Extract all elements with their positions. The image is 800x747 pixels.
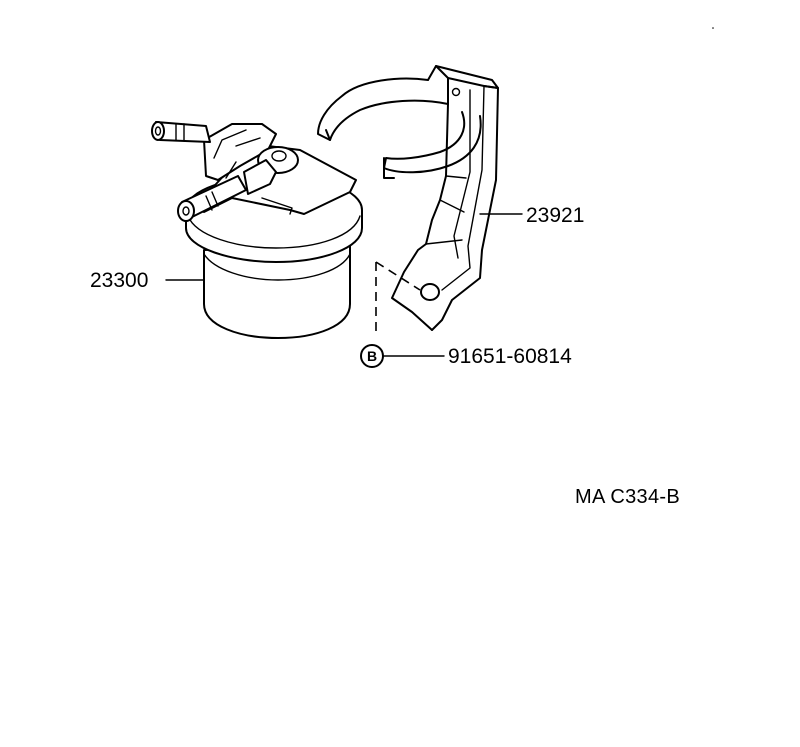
diagram-reference: MA C334-B [575,486,680,508]
outlet-pipe-bore [182,206,190,216]
bracket-top-flange [427,65,499,89]
bolt-letter: B [367,348,377,364]
inlet-pipe-bore [154,126,162,136]
label-filter-part: 23300 [90,269,148,292]
banjo-neck [243,159,277,195]
clamp-lower-arm [383,111,482,174]
bolt-dashed-path [375,261,421,336]
fuel-filter-23300 [151,121,363,339]
bracket-plate-fold-1 [441,85,485,291]
inlet-pipe-ring [175,123,185,142]
filter-head-detail [213,129,261,179]
bolt-91651: B [360,344,445,368]
outlet-pipe-end [177,200,195,222]
bracket-plate-fold-2 [453,89,471,259]
label-bolt-part: 91651-60814 [448,345,572,368]
bracket-mount-hole [420,283,440,301]
bracket-top-hole [451,87,461,97]
filter-canister-rim [203,253,351,281]
bracket-plate-fold-3 [425,175,467,245]
bracket-top-fold [435,65,449,105]
label-bracket-part: 23921 [526,204,584,227]
inlet-pipe-end [151,121,165,141]
clamp-band-inner [325,129,331,141]
filter-lid-edge [187,215,361,249]
bracket-plate-outer [431,85,499,331]
bracket-23921 [317,65,523,331]
outlet-pipe-ring [205,191,219,211]
filter-canister [203,245,351,339]
clamp-lower-edge [383,157,395,179]
banjo-hole [271,150,287,162]
bracket-plate-inner [391,103,449,331]
scan-speck [712,27,714,29]
clamp-band [317,77,449,141]
